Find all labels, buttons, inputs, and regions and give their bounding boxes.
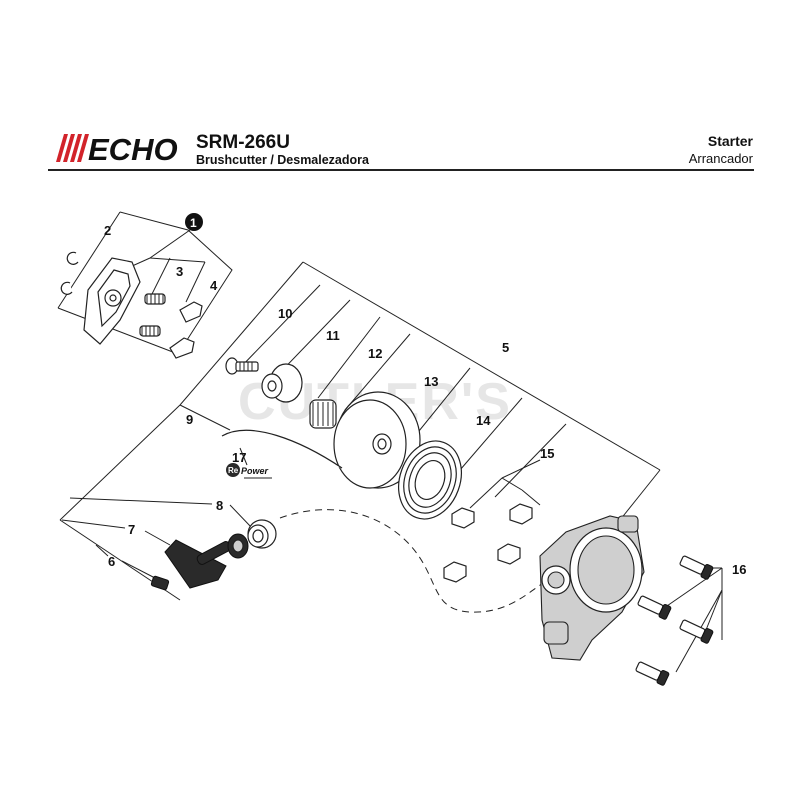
part-7-starter-handle	[164, 533, 249, 589]
part-5-starter-case	[539, 515, 645, 661]
logo-stripes	[56, 134, 89, 162]
callout-15: 15	[540, 446, 554, 461]
callout-14: 14	[476, 413, 491, 428]
svg-text:Power: Power	[241, 466, 269, 476]
header-rule	[48, 169, 754, 171]
callout-10: 10	[278, 306, 292, 321]
callout-3: 3	[176, 264, 183, 279]
callout-2: 2	[104, 223, 111, 238]
part-15-nuts	[443, 503, 533, 583]
part-4-pawls	[169, 301, 203, 359]
part-2-e-clip	[60, 251, 79, 295]
callout-5: 5	[502, 340, 509, 355]
callout-8: 8	[216, 498, 223, 513]
callout-13: 13	[424, 374, 438, 389]
callout-16: 16	[732, 562, 746, 577]
callout-7: 7	[128, 522, 135, 537]
callout-1: 1	[185, 213, 203, 231]
part-14-recoil-spring	[398, 440, 462, 520]
model-number: SRM-266U	[196, 132, 290, 153]
part-12-spring	[309, 399, 337, 429]
callout-6: 6	[108, 554, 115, 569]
part-1-ratchet-plate	[83, 257, 141, 345]
svg-text:Re: Re	[228, 466, 239, 475]
part-11-hub	[261, 363, 303, 403]
callout-9: 9	[186, 412, 193, 427]
part-3-springs	[139, 293, 166, 337]
section-title-es: Arrancador	[688, 151, 753, 166]
callout-11: 11	[326, 328, 340, 343]
part-9-rope	[221, 429, 343, 469]
model-subtitle: Brushcutter / Desmalezadora	[196, 153, 369, 167]
part-6-knot-stopper	[150, 575, 170, 591]
echo-logo: ECHO	[56, 132, 178, 164]
callout-17: 17	[232, 450, 246, 465]
part-13-rope-reel	[333, 391, 421, 489]
part-10-bolt	[225, 357, 259, 375]
callout-4: 4	[210, 278, 218, 293]
section-title: Starter	[707, 133, 753, 149]
callout-12: 12	[368, 346, 382, 361]
part-16-bolts	[635, 555, 714, 686]
logo-wordmark: ECHO	[88, 132, 178, 164]
part-8-bushing	[247, 519, 277, 549]
part-17-repower-badge: Re Power	[226, 463, 272, 479]
svg-text:1: 1	[190, 216, 197, 230]
